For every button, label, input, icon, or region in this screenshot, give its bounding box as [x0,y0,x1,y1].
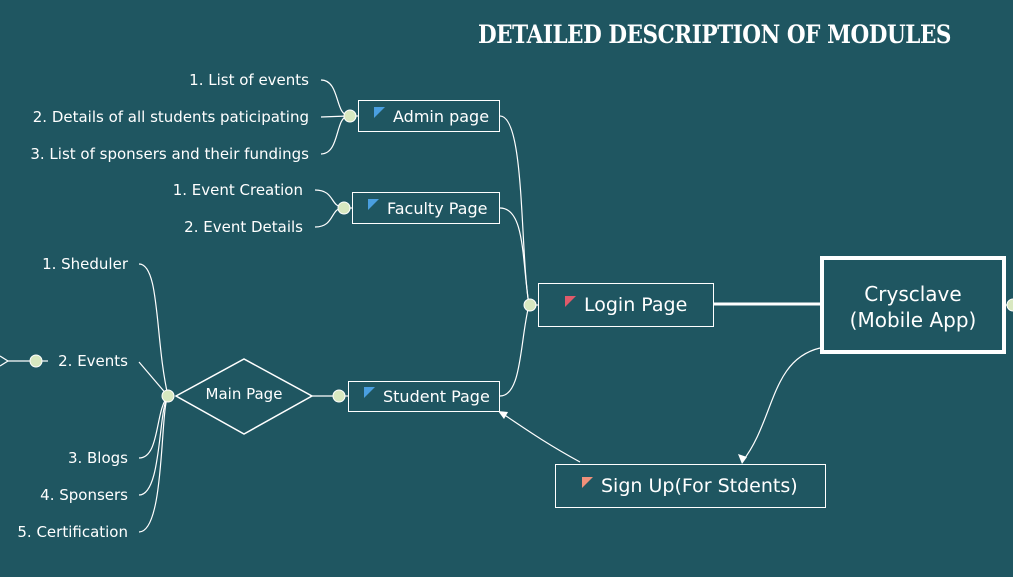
main-item-3: 3. Blogs [67,449,128,467]
faculty-page-node[interactable]: Faculty Page [352,192,500,224]
flag-icon [364,387,375,398]
main-item-1: 1. Sheduler [42,255,128,273]
student-page-node[interactable]: Student Page [348,381,500,412]
root-node[interactable]: Crysclave (Mobile App) [820,256,1006,354]
admin-page-label: Admin page [393,106,490,126]
collapse-dot-login [523,298,537,312]
student-page-label: Student Page [383,387,490,406]
collapse-dot-main [161,389,175,403]
collapse-dot-faculty [337,201,351,215]
main-page-diamond [174,358,314,435]
signup-node[interactable]: Sign Up(For Stdents) [555,464,826,508]
flag-icon [368,198,379,210]
admin-item-3: 3. List of sponsers and their fundings [30,145,309,163]
main-page-label[interactable]: Main Page [205,385,283,403]
collapse-dot-root [1006,298,1016,312]
signup-label: Sign Up(For Stdents) [601,475,798,497]
login-page-label: Login Page [584,294,688,316]
collapse-dot-student [332,389,346,403]
collapse-dot-events [29,354,43,368]
main-item-5: 5. Certification [17,523,128,541]
diagram-title: DETAILED DESCRIPTION OF MODULES [478,20,952,49]
main-item-4: 4. Sponsers [40,486,128,504]
admin-page-node[interactable]: Admin page [358,100,500,132]
admin-item-1: 1. List of events [189,71,309,89]
flag-icon [565,295,576,307]
faculty-item-1: 1. Event Creation [172,181,303,199]
main-item-2: 2. Events [58,352,128,370]
flag-icon [582,476,593,488]
root-label-line2: (Mobile App) [849,308,977,332]
admin-item-2: 2. Details of all students paticipating [32,108,309,126]
collapse-dot-admin [343,109,357,123]
flag-icon [374,106,385,118]
faculty-page-label: Faculty Page [387,198,488,218]
login-page-node[interactable]: Login Page [538,283,714,327]
faculty-item-2: 2. Event Details [184,218,303,236]
root-label-line1: Crysclave [864,282,962,306]
